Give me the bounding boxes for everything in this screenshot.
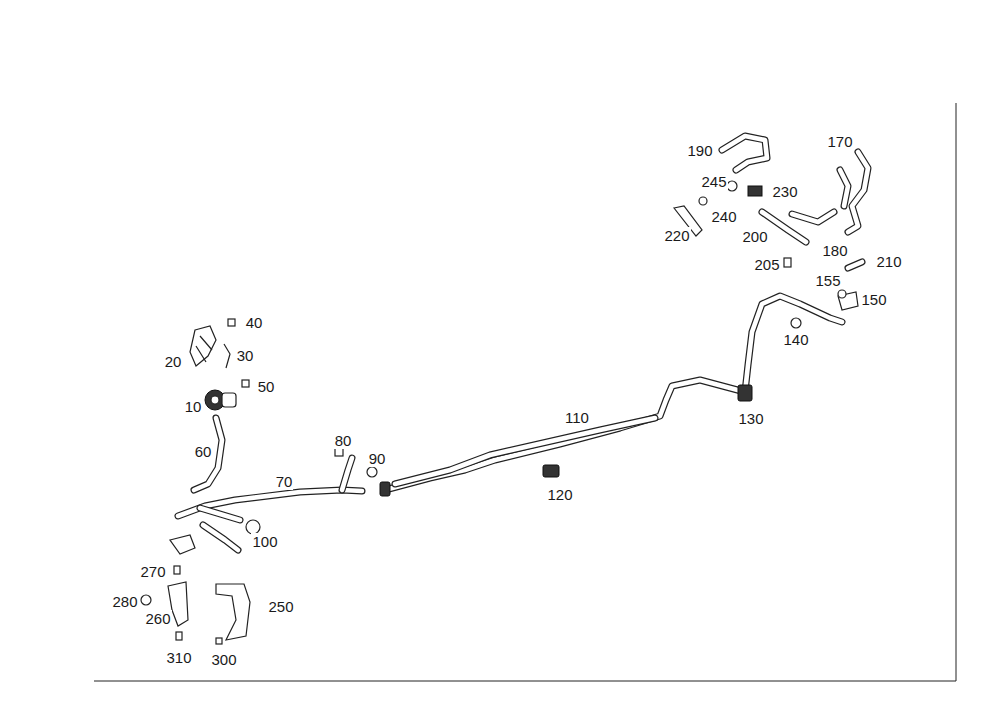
frame-line <box>94 681 956 682</box>
callout-number: 245 <box>700 173 727 190</box>
callout-number: 155 <box>814 272 841 289</box>
coolant-hose <box>194 418 222 490</box>
callout-number: 180 <box>821 242 848 259</box>
callout-number: 190 <box>686 142 713 159</box>
callout-number: 310 <box>165 649 192 666</box>
callout-number: 80 <box>334 432 353 449</box>
callout-number: 70 <box>275 473 294 490</box>
callout-number: 90 <box>368 450 387 467</box>
callout-number: 205 <box>753 256 780 273</box>
coolant-hose <box>722 136 868 268</box>
callout-number: 150 <box>860 291 887 308</box>
callout-number: 30 <box>236 347 255 364</box>
callout-number: 20 <box>164 353 183 370</box>
callout-number: 110 <box>564 409 590 426</box>
water-pump <box>205 390 236 410</box>
callout-number: 130 <box>737 410 764 427</box>
callout-number: 270 <box>139 563 166 580</box>
frame-line <box>956 103 957 681</box>
callout-number: 230 <box>771 183 798 200</box>
callout-number: 140 <box>782 331 809 348</box>
retainer-clip <box>738 385 752 401</box>
callout-number: 200 <box>741 228 768 245</box>
retainer-clip <box>543 465 559 477</box>
coolant-hose <box>170 525 238 554</box>
callout-number: 100 <box>251 533 278 550</box>
callout-number: 250 <box>267 598 294 615</box>
callout-number: 260 <box>144 610 171 627</box>
connector-part <box>791 290 858 328</box>
callout-number: 280 <box>111 593 138 610</box>
callout-number: 50 <box>257 378 276 395</box>
callout-number: 170 <box>826 133 853 150</box>
callout-number: 300 <box>210 651 237 668</box>
coolant-pipe <box>380 296 842 496</box>
callout-number: 40 <box>245 314 264 331</box>
callout-number: 240 <box>710 208 737 225</box>
callout-number: 120 <box>546 486 573 503</box>
callout-number: 10 <box>184 398 203 415</box>
callout-number: 210 <box>875 253 902 270</box>
callout-number: 220 <box>663 227 690 244</box>
callout-number: 60 <box>194 443 213 460</box>
